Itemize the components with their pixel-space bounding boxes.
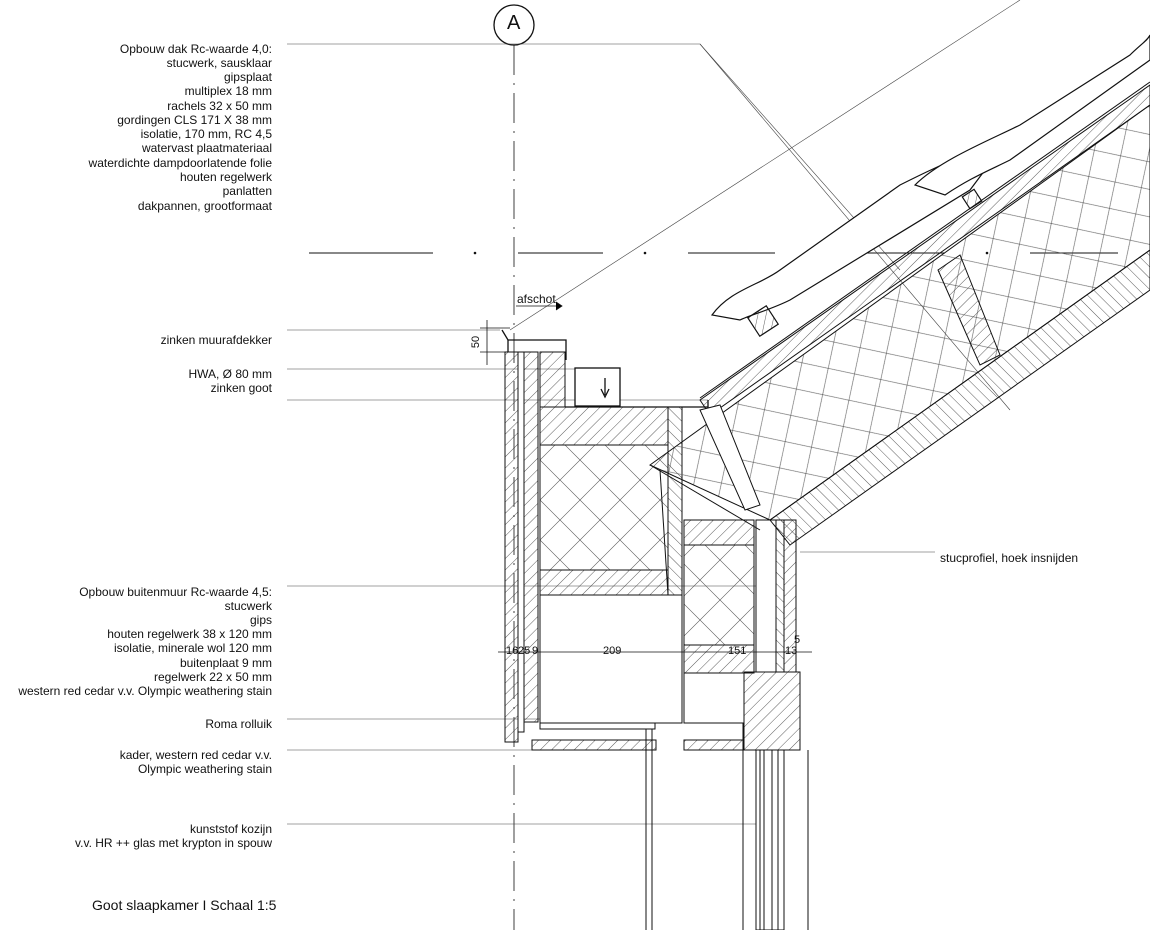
wall-layer: stucwerk: [224, 599, 272, 613]
stucco-profile-label: stucprofiel, hoek insnijden: [940, 551, 1079, 565]
roof-layer: watervast plaatmateriaal: [141, 141, 272, 155]
wall-layer: gips: [249, 613, 272, 627]
axis-marker-label: A: [507, 12, 521, 34]
window-label-line1: kunststof kozijn: [189, 822, 272, 836]
wall-layer: isolatie, minerale wol 120 mm: [113, 641, 272, 655]
roof-layer: stucwerk, sausklaar: [166, 56, 272, 70]
dim-wall-2: 25: [518, 645, 531, 657]
dim-wall-7: 5: [794, 634, 801, 646]
dim-wall-5: 151: [728, 645, 747, 657]
roller-shutter-label: Roma rolluik: [205, 717, 272, 731]
roof-layer: panlatten: [222, 184, 272, 198]
window-label-line2: v.v. HR ++ glas met krypton in spouw: [75, 836, 272, 850]
zinc-coping-label: zinken muurafdekker: [160, 333, 272, 347]
zinc-gutter-label: zinken goot: [210, 381, 272, 395]
dim-coping-height: 50: [470, 335, 483, 349]
rainwater-pipe-label: HWA, Ø 80 mm: [188, 367, 272, 381]
dim-wall-4: 209: [603, 645, 622, 657]
dim-wall-6: 13: [785, 645, 798, 657]
roof-layer: houten regelwerk: [179, 170, 272, 184]
afschot-label: afschot: [517, 292, 556, 306]
roof-layer: gipsplaat: [223, 70, 272, 84]
dimension-lines: [480, 301, 812, 653]
wall-layer: houten regelwerk 38 x 120 mm: [107, 627, 272, 641]
frame-label-line2: Olympic weathering stain: [137, 762, 272, 776]
wall-layer: western red cedar v.v. Olympic weatherin…: [18, 684, 272, 698]
roof-tiles: [710, 34, 1150, 338]
wall-section: [504, 351, 809, 930]
roof-layer: gordingen CLS 171 X 38 mm: [117, 113, 272, 127]
roof-layer: multiplex 18 mm: [184, 84, 272, 98]
roof-section: [649, 81, 1150, 596]
roof-layer: isolatie, 170 mm, RC 4,5: [140, 127, 272, 141]
roof-layer: waterdichte dampdoorlatende folie: [88, 156, 272, 170]
roof-buildup-heading: Opbouw dak Rc-waarde 4,0:: [119, 42, 272, 56]
frame-label-line1: kader, western red cedar v.v.: [119, 748, 272, 762]
dim-wall-3: 9: [532, 645, 539, 657]
wall-buildup-heading: Opbouw buitenmuur Rc-waarde 4,5:: [79, 585, 272, 599]
wall-layer: regelwerk 22 x 50 mm: [153, 670, 272, 684]
wall-layer: buitenplaat 9 mm: [179, 656, 272, 670]
drawing-caption: Goot slaapkamer I Schaal 1:5: [92, 897, 277, 913]
roof-layer: rachels 32 x 50 mm: [167, 99, 272, 113]
dim-wall-1: 16: [506, 645, 519, 657]
roof-layer: dakpannen, grootformaat: [137, 199, 272, 213]
